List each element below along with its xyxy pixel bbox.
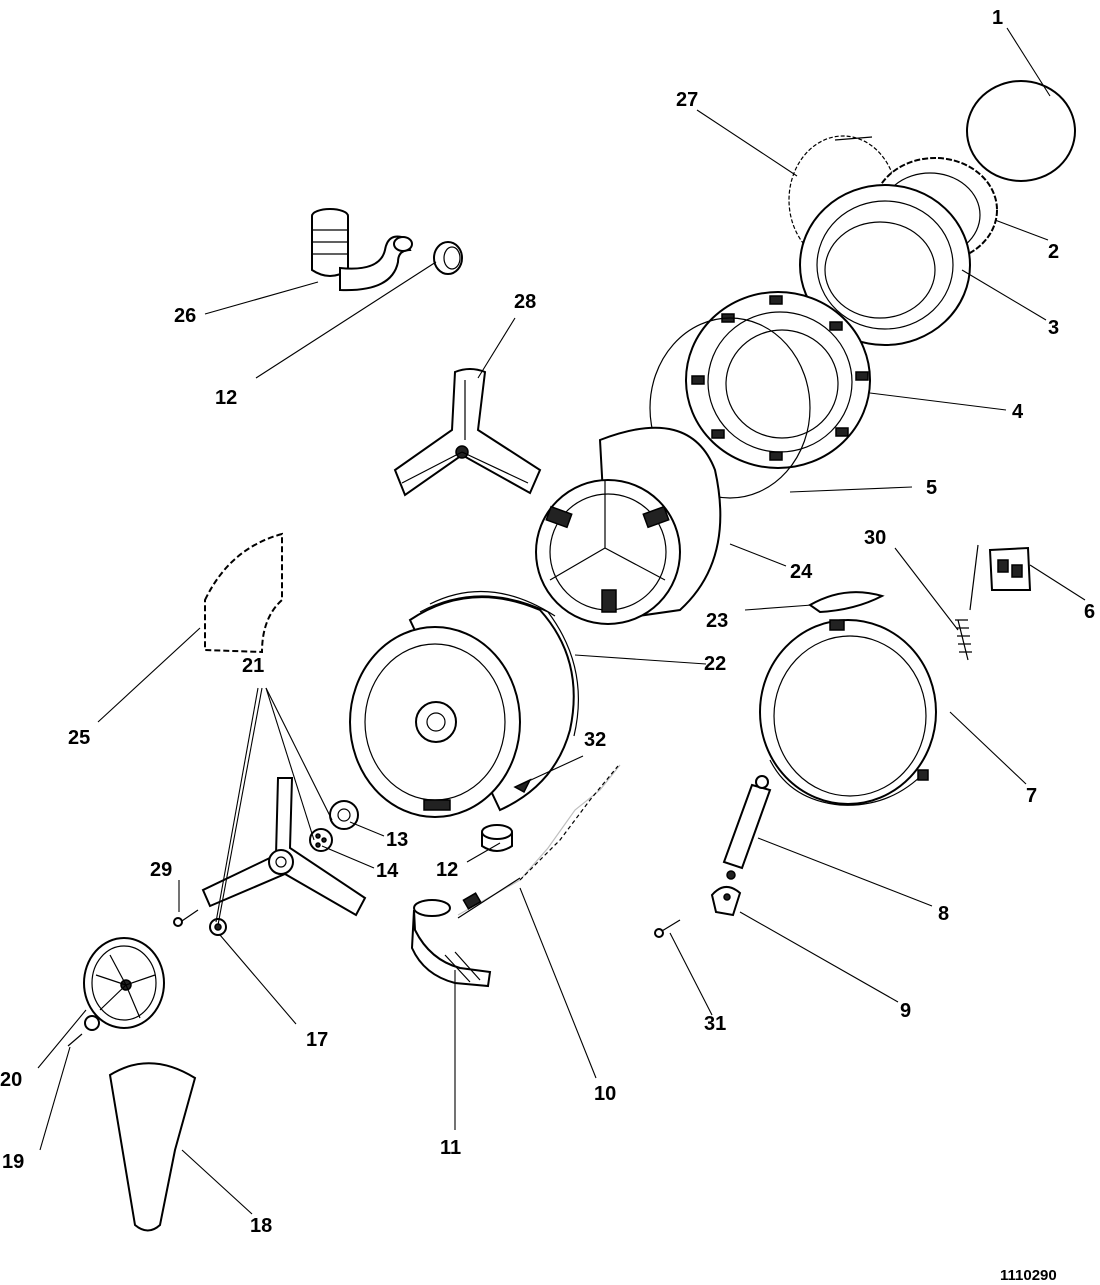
part-28-drum-spider — [393, 368, 542, 497]
callout-9: 9 — [900, 1000, 911, 1022]
part-10-hose — [457, 764, 621, 919]
part-21-cross-shaft — [201, 777, 367, 917]
part-22-rear-tub — [349, 590, 579, 818]
leader-lines — [37, 27, 1086, 1215]
callout-14: 14 — [376, 860, 399, 882]
callout-24: 24 — [790, 561, 813, 583]
callout-6: 6 — [1084, 601, 1095, 623]
callout-20: 20 — [0, 1069, 22, 1091]
part-13-bearing — [329, 800, 359, 830]
callout-28: 28 — [514, 291, 536, 313]
callout-11: 11 — [440, 1137, 461, 1159]
part-30-spring — [955, 619, 972, 661]
diagram-reference-number: 1110290 — [1000, 1267, 1057, 1284]
part-25-rear-panel — [204, 532, 283, 654]
callout-31: 31 — [704, 1013, 726, 1035]
callout-29: 29 — [150, 859, 172, 881]
part-19-screw-washer — [67, 1015, 100, 1047]
callout-3: 3 — [1048, 317, 1059, 339]
callout-12-top: 12 — [215, 387, 237, 409]
part-17-nut — [209, 918, 227, 936]
part-9-mount — [710, 886, 742, 917]
part-8-shock-absorber — [722, 775, 772, 880]
part-12-cap-bottom — [481, 824, 513, 852]
part-4-tub-front — [685, 291, 871, 469]
callout-19: 19 — [2, 1151, 24, 1173]
part-23-clip — [808, 591, 885, 614]
callout-26: 26 — [174, 305, 196, 327]
callout-27: 27 — [676, 89, 698, 111]
part-26-drain-hose — [311, 208, 413, 292]
callout-25: 25 — [68, 727, 90, 749]
part-31-screw — [654, 919, 681, 938]
part-18-belt — [108, 1062, 197, 1232]
part-14-seal — [309, 828, 333, 852]
callout-12-bottom: 12 — [436, 859, 458, 881]
callout-30: 30 — [864, 527, 886, 549]
callout-32: 32 — [584, 729, 606, 751]
callout-22: 22 — [704, 653, 726, 675]
callout-18: 18 — [250, 1215, 272, 1237]
part-11-pump-outlet — [410, 899, 492, 988]
callout-10: 10 — [594, 1083, 616, 1105]
callout-8: 8 — [938, 903, 949, 925]
callout-23: 23 — [706, 610, 728, 632]
callout-5: 5 — [926, 477, 937, 499]
callout-4: 4 — [1012, 401, 1024, 423]
part-29-screw — [173, 909, 199, 927]
part-3-door-seal — [799, 184, 971, 346]
callout-2: 2 — [1048, 241, 1059, 263]
callout-21: 21 — [242, 655, 264, 677]
part-12-cap-top — [433, 241, 463, 275]
part-7-tub-ring — [759, 619, 937, 806]
callout-13: 13 — [386, 829, 408, 851]
part-6-bracket — [969, 544, 1032, 611]
callout-labels: 1 2 3 4 5 6 7 8 9 10 11 12 12 13 14 17 1… — [0, 7, 1095, 1237]
callout-1: 1 — [992, 7, 1003, 29]
part-5-tub-seal — [649, 317, 811, 499]
part-1-cover — [966, 80, 1076, 182]
part-20-pulley — [83, 937, 165, 1029]
part-24-drum — [535, 426, 722, 625]
callout-17: 17 — [306, 1029, 328, 1051]
callout-7: 7 — [1026, 785, 1037, 807]
